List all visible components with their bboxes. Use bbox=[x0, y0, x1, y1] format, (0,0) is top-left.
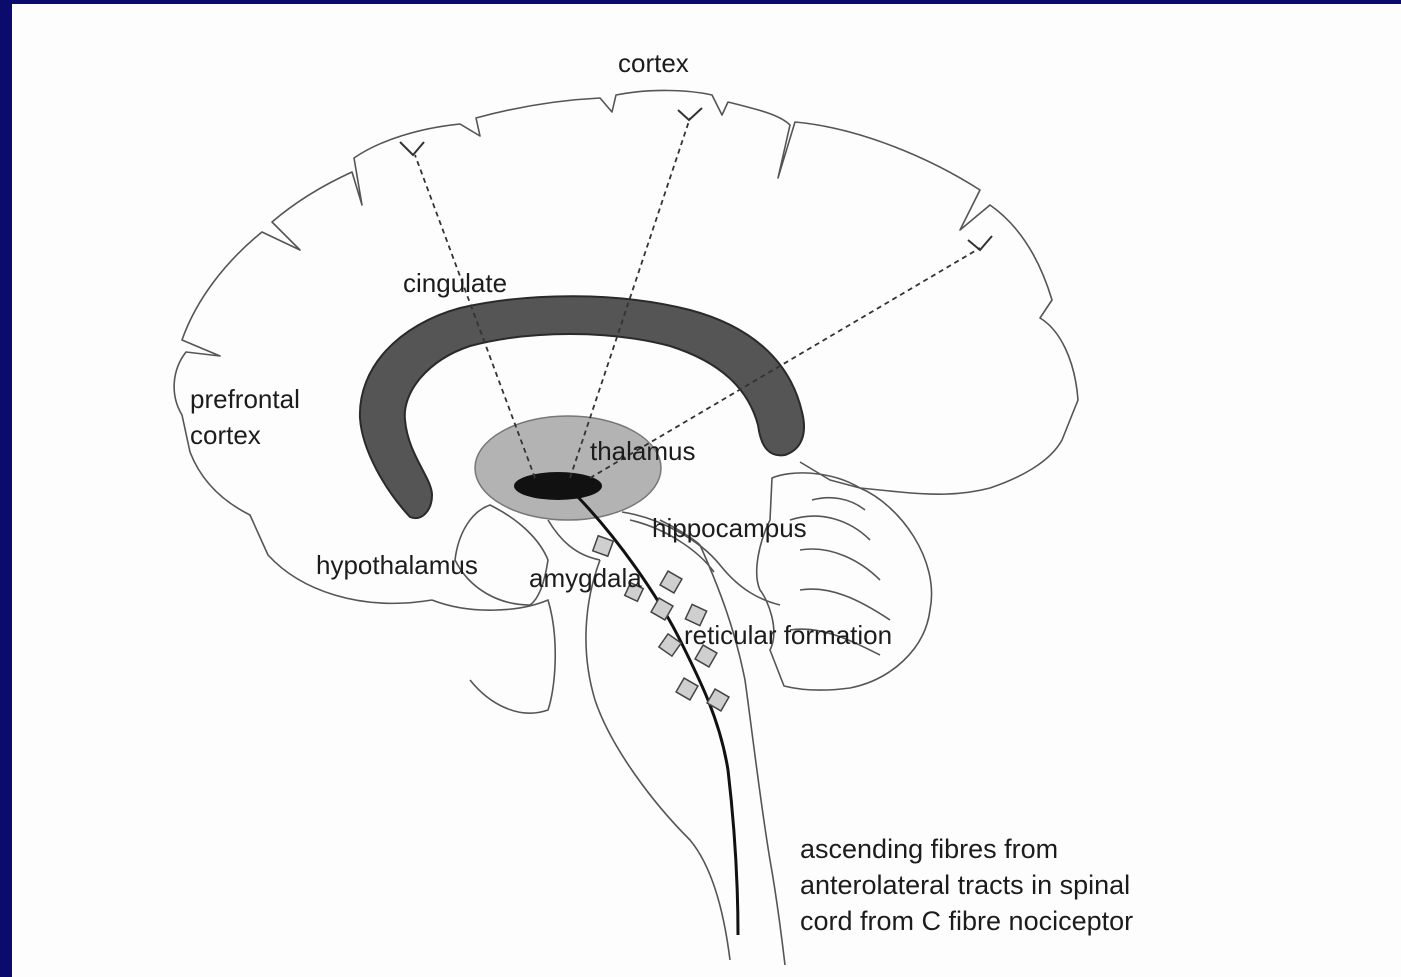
cerebrum-outline bbox=[174, 90, 1078, 603]
thalamus-nucleus bbox=[514, 472, 602, 500]
relay-box bbox=[660, 571, 682, 593]
relay-box bbox=[593, 536, 614, 557]
relay-box bbox=[676, 678, 698, 700]
note-line-1: ascending fibres from bbox=[800, 834, 1058, 864]
label-hippocampus: hippocampus bbox=[652, 513, 807, 543]
label-reticular-formation: reticular formation bbox=[684, 620, 892, 650]
brainstem-outline bbox=[586, 545, 785, 965]
relay-box bbox=[651, 598, 673, 620]
label-hypothalamus: hypothalamus bbox=[316, 550, 478, 580]
note-line-3: cord from C fibre nociceptor bbox=[800, 906, 1133, 936]
label-cingulate: cingulate bbox=[403, 268, 507, 298]
note-line-2: anterolateral tracts in spinal bbox=[800, 870, 1130, 900]
label-thalamus: thalamus bbox=[590, 436, 696, 466]
brain-pain-pathway-diagram: cortex cingulate prefrontal cortex thala… bbox=[12, 4, 1401, 977]
label-prefrontal-cortex-line2: cortex bbox=[190, 420, 261, 450]
label-prefrontal-cortex-line1: prefrontal bbox=[190, 384, 300, 414]
label-cortex: cortex bbox=[618, 48, 689, 78]
cerebellum-outline bbox=[757, 473, 932, 690]
temporal-lobe-outline bbox=[432, 600, 555, 713]
slide: cortex cingulate prefrontal cortex thala… bbox=[12, 4, 1401, 977]
label-amygdala: amygdala bbox=[529, 563, 642, 593]
thalamus bbox=[475, 416, 661, 520]
